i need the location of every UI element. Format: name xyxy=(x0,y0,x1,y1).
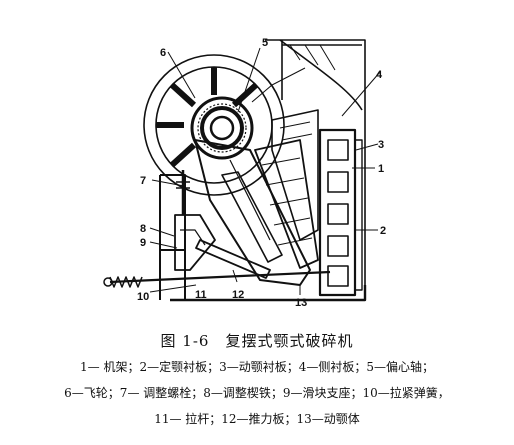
callout-10: 10 xyxy=(137,291,149,303)
legend-line-2: 6—飞轮；7— 调整螺栓；8—调整楔铁；9—滑块支座；10—拉紧弹簧， xyxy=(64,386,450,400)
figure-caption: 图 1-6 复摆式颚式破碎机 xyxy=(160,332,354,350)
side-plate xyxy=(271,109,319,241)
callout-9: 9 xyxy=(140,237,146,249)
frame xyxy=(159,39,367,302)
callout-12: 12 xyxy=(232,289,244,301)
callout-5: 5 xyxy=(262,37,268,49)
crusher-drawing: 1 2 3 4 5 6 7 8 9 10 11 12 13 xyxy=(103,37,386,309)
callout-8: 8 xyxy=(140,223,146,235)
tie-rod xyxy=(109,270,331,284)
callout-3: 3 xyxy=(378,139,384,151)
callout-11: 11 xyxy=(195,289,207,301)
callout-2: 2 xyxy=(380,225,386,237)
callout-6: 6 xyxy=(160,47,166,59)
movable-jaw-plate xyxy=(254,139,319,269)
callout-7: 7 xyxy=(140,175,146,187)
eccentric-shaft xyxy=(190,96,254,160)
callout-4: 4 xyxy=(376,69,383,81)
fixed-jaw-plate xyxy=(318,128,363,297)
callout-13: 13 xyxy=(295,297,307,309)
adjusting-bolt xyxy=(176,170,190,215)
tension-spring xyxy=(103,276,143,288)
callout-1: 1 xyxy=(378,163,384,175)
legend-line-1: 1— 机架；2—定颚衬板；3—动颚衬板；4—侧衬板；5—偏心轴； xyxy=(80,360,434,374)
flywheel xyxy=(143,54,285,196)
legend-line-3: 11— 拉杆；12—推力板；13—动颚体 xyxy=(154,412,360,426)
leader-lines xyxy=(149,47,381,295)
adjusting-wedge xyxy=(174,214,216,271)
toggle-plate xyxy=(195,239,271,279)
